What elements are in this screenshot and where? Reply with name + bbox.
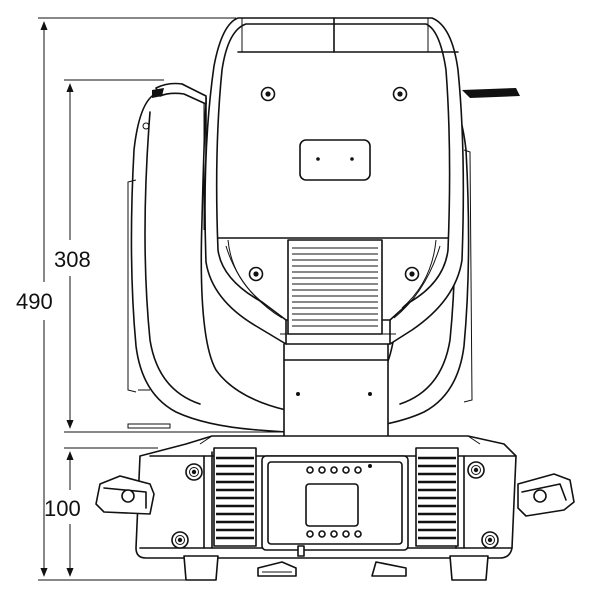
base-screw-top-right — [467, 461, 485, 479]
head-screw-bottom-right — [404, 266, 420, 282]
yoke-left-cap-edge — [152, 88, 164, 98]
control-buttons-bottom — [306, 530, 362, 538]
base-handle-left — [95, 475, 155, 515]
yoke-right-cap-edge — [462, 88, 520, 98]
control-buttons-top — [306, 464, 372, 474]
base-screw-top-left — [185, 463, 203, 481]
dimension-label-base: 100 — [44, 496, 81, 521]
foot-right — [449, 555, 489, 581]
base-screw-bottom-right — [481, 531, 499, 549]
yoke-left-cap — [155, 82, 207, 105]
foot-left — [183, 555, 219, 581]
dimension-label-head: 308 — [54, 247, 91, 272]
dimension-total: 490 — [16, 17, 236, 581]
mounting-bracket-bottom — [257, 545, 407, 577]
base-screw-bottom-left — [171, 531, 189, 549]
head-handle-plate — [299, 139, 371, 181]
dimension-head: 308 — [54, 79, 282, 433]
base-handle-right — [517, 473, 575, 517]
yoke-support-column — [283, 343, 389, 441]
dimension-label-total: 490 — [16, 289, 53, 314]
base-vent-right — [415, 447, 459, 547]
head-vent-grille — [287, 239, 383, 335]
dimension-base: 100 — [44, 447, 158, 577]
head-screw-bottom-left — [248, 266, 264, 282]
head-screw-top-left — [260, 86, 276, 102]
base-vent-left — [213, 447, 257, 547]
display-screen — [305, 483, 359, 527]
head-screw-top-right — [392, 86, 408, 102]
